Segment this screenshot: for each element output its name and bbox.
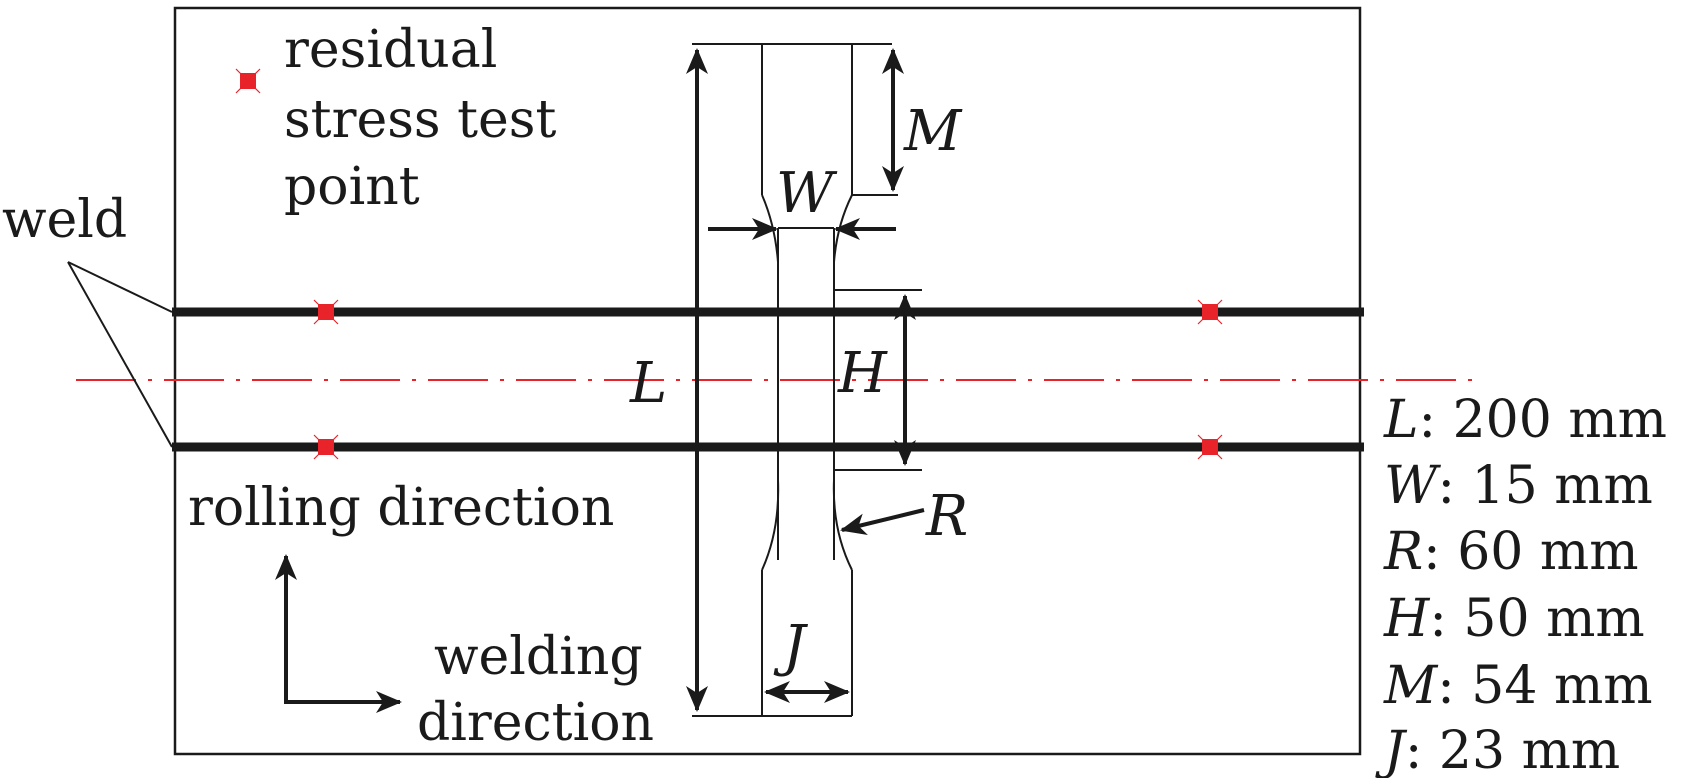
spec-J: J: 23 mm — [1375, 721, 1620, 778]
spec-R: R: 60 mm — [1383, 522, 1639, 582]
weld-leader-bottom — [67, 261, 173, 448]
test-point-top-right — [1197, 299, 1223, 325]
test-point-bottom-right — [1197, 434, 1223, 460]
dim-M-label: M — [903, 99, 963, 164]
dim-W-label: W — [776, 161, 838, 226]
dim-R-leader — [840, 508, 925, 535]
specimen-outline — [692, 43, 892, 717]
weld-leader-top — [67, 261, 173, 313]
welding-direction-label-2: direction — [417, 693, 654, 753]
dim-J-label: J — [773, 614, 809, 679]
spec-L: L: 200 mm — [1383, 390, 1667, 450]
rolling-direction-label: rolling direction — [188, 478, 614, 538]
dim-L-label: L — [629, 351, 667, 416]
test-point-bottom-left — [313, 434, 339, 460]
test-point-legend-marker — [235, 68, 261, 94]
spec-H: H: 50 mm — [1383, 589, 1645, 649]
legend-line-3: point — [284, 157, 420, 217]
legend-line-1: residual — [284, 20, 497, 80]
spec-M: M: 54 mm — [1383, 656, 1653, 716]
legend-line-2: stress test — [284, 90, 556, 150]
welding-direction-label-1: welding — [434, 627, 643, 687]
dim-R-label: R — [925, 484, 968, 549]
dim-H-label: H — [837, 341, 888, 406]
spec-list: L: 200 mm W: 15 mm R: 60 mm H: 50 mm M: … — [1375, 390, 1667, 778]
spec-W: W: 15 mm — [1384, 456, 1653, 516]
test-point-top-left — [313, 299, 339, 325]
weld-label: weld — [2, 190, 127, 250]
